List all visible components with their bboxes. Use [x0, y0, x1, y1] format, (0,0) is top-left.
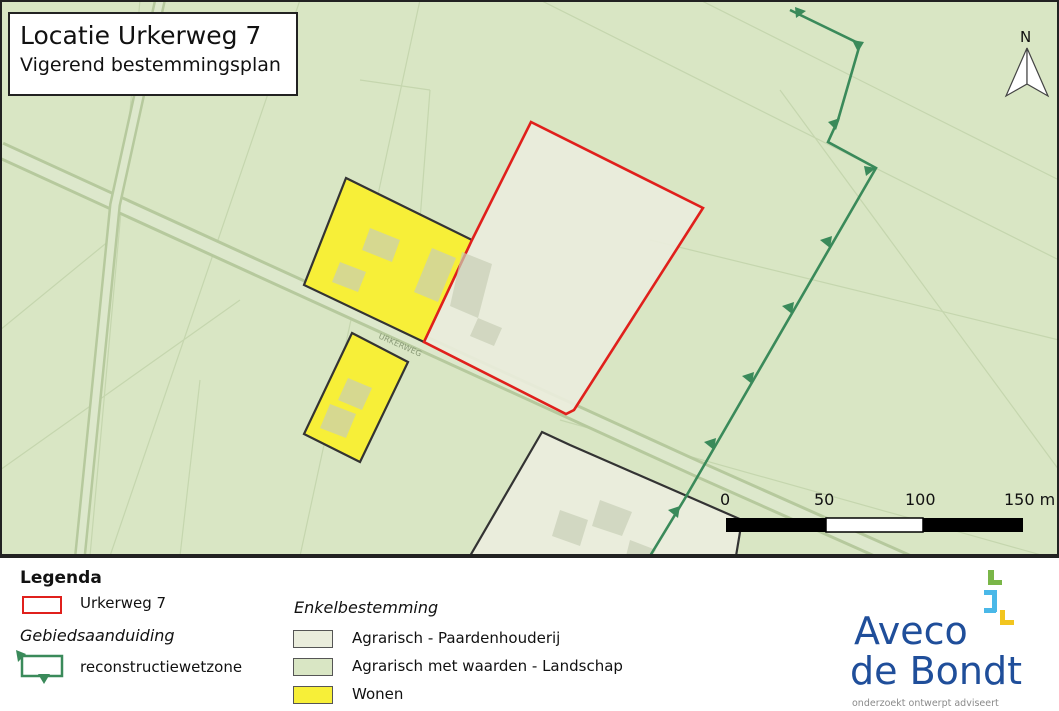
logo-name-line1: Aveco — [854, 609, 968, 653]
buildings — [320, 228, 656, 556]
map-canvas: URKERWEG — [0, 0, 1059, 556]
legend-label-paardenhouderij: Agrarisch - Paardenhouderij — [352, 629, 561, 647]
reconstructiewetzone-line — [648, 7, 878, 556]
north-label: N — [1020, 28, 1031, 46]
map-subtitle: Vigerend bestemmingsplan — [20, 54, 281, 76]
legend-swatch-landschap — [293, 658, 333, 676]
map-title: Locatie Urkerweg 7 — [20, 21, 262, 50]
scale-label-0: 0 — [720, 490, 730, 509]
scale-label-150: 150 m — [1004, 490, 1055, 509]
legend-label-plan-area: Urkerweg 7 — [80, 594, 167, 612]
legend-swatch-plan-area — [22, 596, 62, 614]
aveco-de-bondt-logo: Aveco de Bondt onderzoekt ontwerpt advis… — [850, 570, 1022, 709]
legend-swatch-paardenhouderij — [293, 630, 333, 648]
legend-label-wonen: Wonen — [352, 685, 404, 703]
scale-label-50: 50 — [814, 490, 834, 509]
scale-bar — [726, 517, 1023, 533]
paardenhouderij-parcel-south — [468, 430, 744, 556]
logo-name-line2: de Bondt — [850, 649, 1022, 693]
legend-swatch-wonen — [293, 686, 333, 704]
scale-label-100: 100 — [905, 490, 936, 509]
logo-tagline: onderzoekt ontwerpt adviseert — [852, 698, 999, 709]
title-box: Locatie Urkerweg 7 Vigerend bestemmingsp… — [8, 12, 298, 96]
legend-label-zone: reconstructiewetzone — [80, 658, 243, 676]
legend-heading-gebiedsaanduiding: Gebiedsaanduiding — [20, 626, 175, 645]
legend-label-landschap: Agrarisch met waarden - Landschap — [352, 657, 623, 675]
legend-panel: Legenda Urkerweg 7 Gebiedsaanduiding rec… — [0, 556, 1059, 711]
legend-title: Legenda — [20, 568, 102, 588]
legend-heading-enkelbestemming: Enkelbestemming — [294, 598, 439, 617]
north-arrow-icon — [1004, 47, 1050, 98]
legend-swatch-zone — [16, 650, 64, 684]
